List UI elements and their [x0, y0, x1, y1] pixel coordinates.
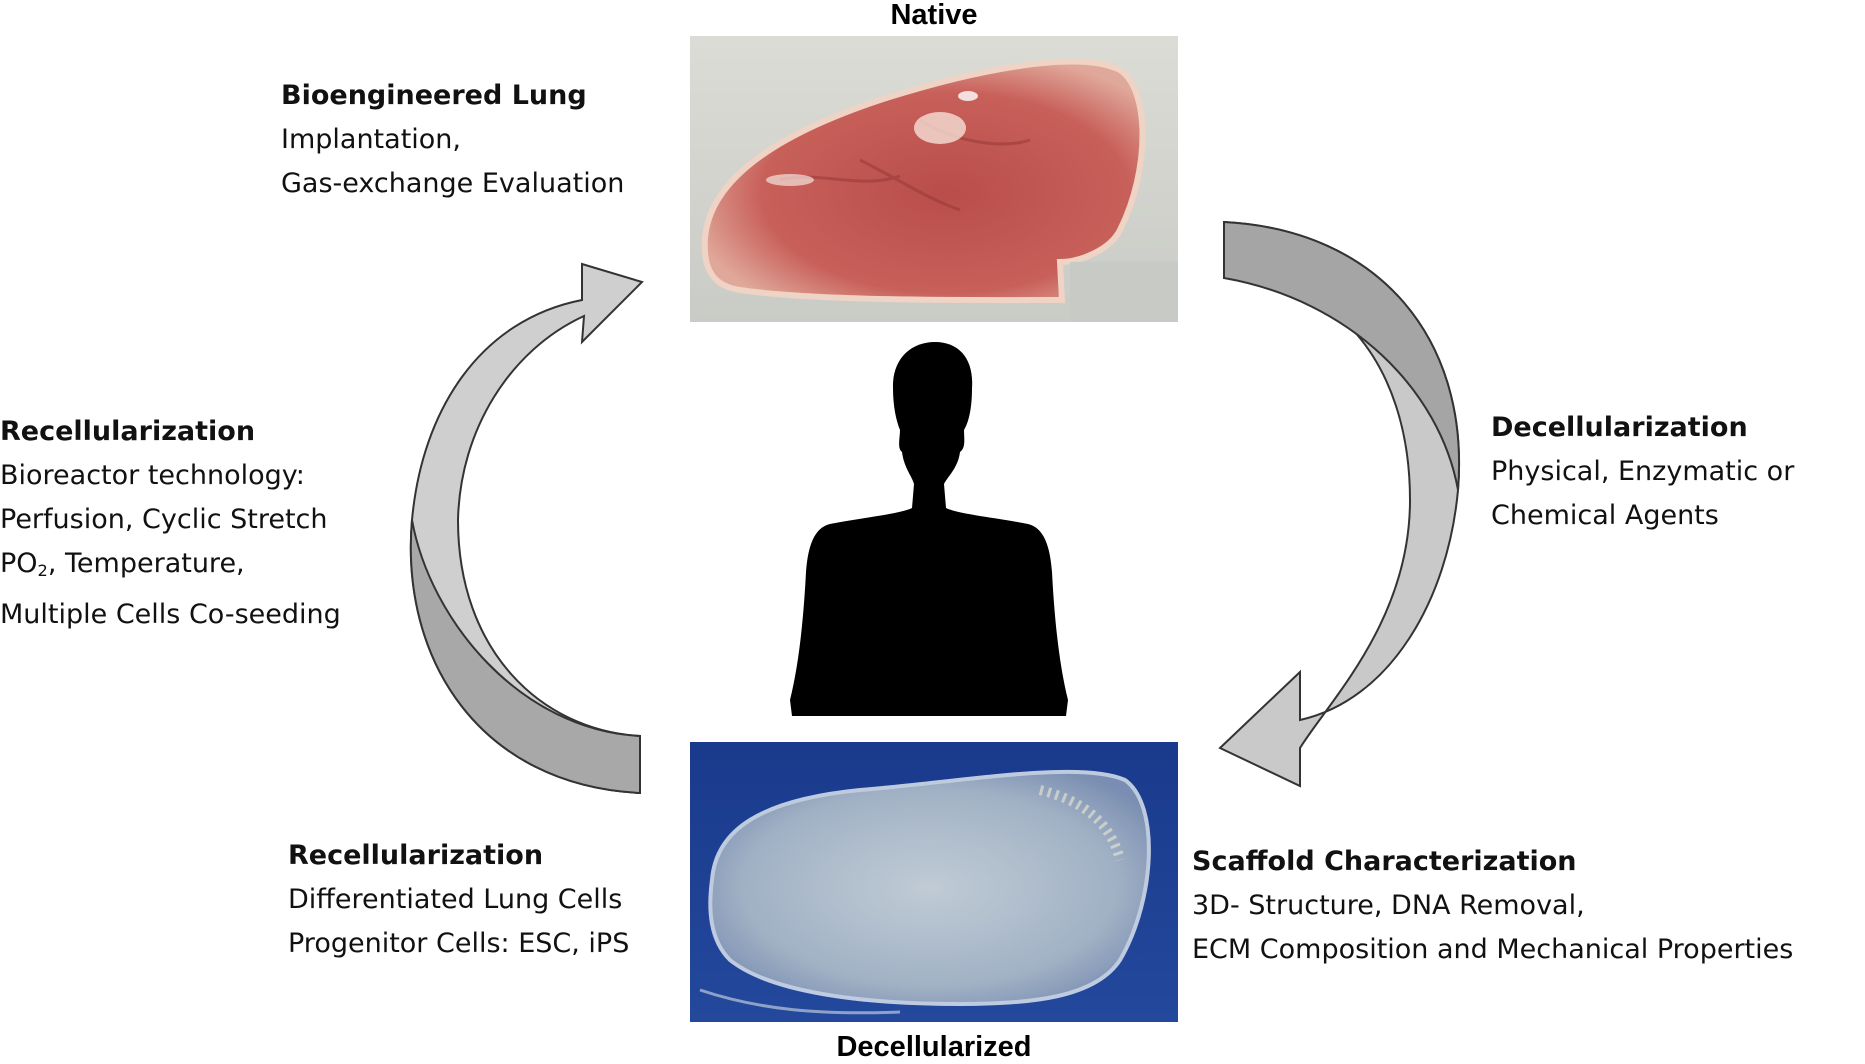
native-caption: Native [890, 0, 978, 31]
decellularization-line-2: Chemical Agents [1491, 500, 1719, 531]
recell-left-line-2: Perfusion, Cyclic Stretch [0, 504, 328, 535]
scaffold-line-2: ECM Composition and Mechanical Propertie… [1192, 934, 1794, 965]
recell-left-title: Recellularization [0, 416, 256, 447]
recell-left-line-1: Bioreactor technology: [0, 460, 305, 491]
scaffold-characterization-block: Scaffold Characterization 3D- Structure,… [1192, 840, 1793, 972]
recellularization-bioreactor-block: Recellularization Bioreactor technology:… [0, 410, 341, 637]
recell-bottom-line-1: Differentiated Lung Cells [288, 884, 623, 915]
scaffold-title: Scaffold Characterization [1192, 846, 1577, 877]
recellularization-cells-block: Recellularization Differentiated Lung Ce… [288, 834, 629, 966]
human-silhouette [790, 342, 1068, 716]
scaffold-line-1: 3D- Structure, DNA Removal, [1192, 890, 1585, 921]
recell-left-line-4: Multiple Cells Co-seeding [0, 599, 341, 631]
recell-bottom-line-2: Progenitor Cells: ESC, iPS [288, 928, 630, 959]
bioengineered-line-1: Implantation, [281, 124, 461, 155]
native-lung-photo [690, 36, 1178, 322]
decellularization-block: Decellularization Physical, Enzymatic or… [1491, 406, 1794, 538]
bioengineered-lung-title: Bioengineered Lung [281, 80, 587, 111]
recell-left-line-3: PO2, Temperature, [0, 542, 341, 593]
decellularization-arrow [1218, 220, 1461, 788]
bioengineered-line-2: Gas-exchange Evaluation [281, 168, 625, 199]
po2-suffix: , Temperature, [47, 548, 245, 579]
po2-prefix: PO [0, 548, 38, 579]
decellularized-scaffold-photo [690, 742, 1178, 1022]
decellularization-line-1: Physical, Enzymatic or [1491, 456, 1795, 487]
recellularization-arrow [409, 262, 644, 795]
decellularization-title: Decellularization [1491, 412, 1748, 443]
decellularized-caption: Decellularized [836, 1031, 1032, 1063]
recell-bottom-title: Recellularization [288, 840, 544, 871]
bioengineered-lung-block: Bioengineered Lung Implantation, Gas-exc… [281, 74, 624, 206]
po2-subscript: 2 [37, 561, 48, 581]
